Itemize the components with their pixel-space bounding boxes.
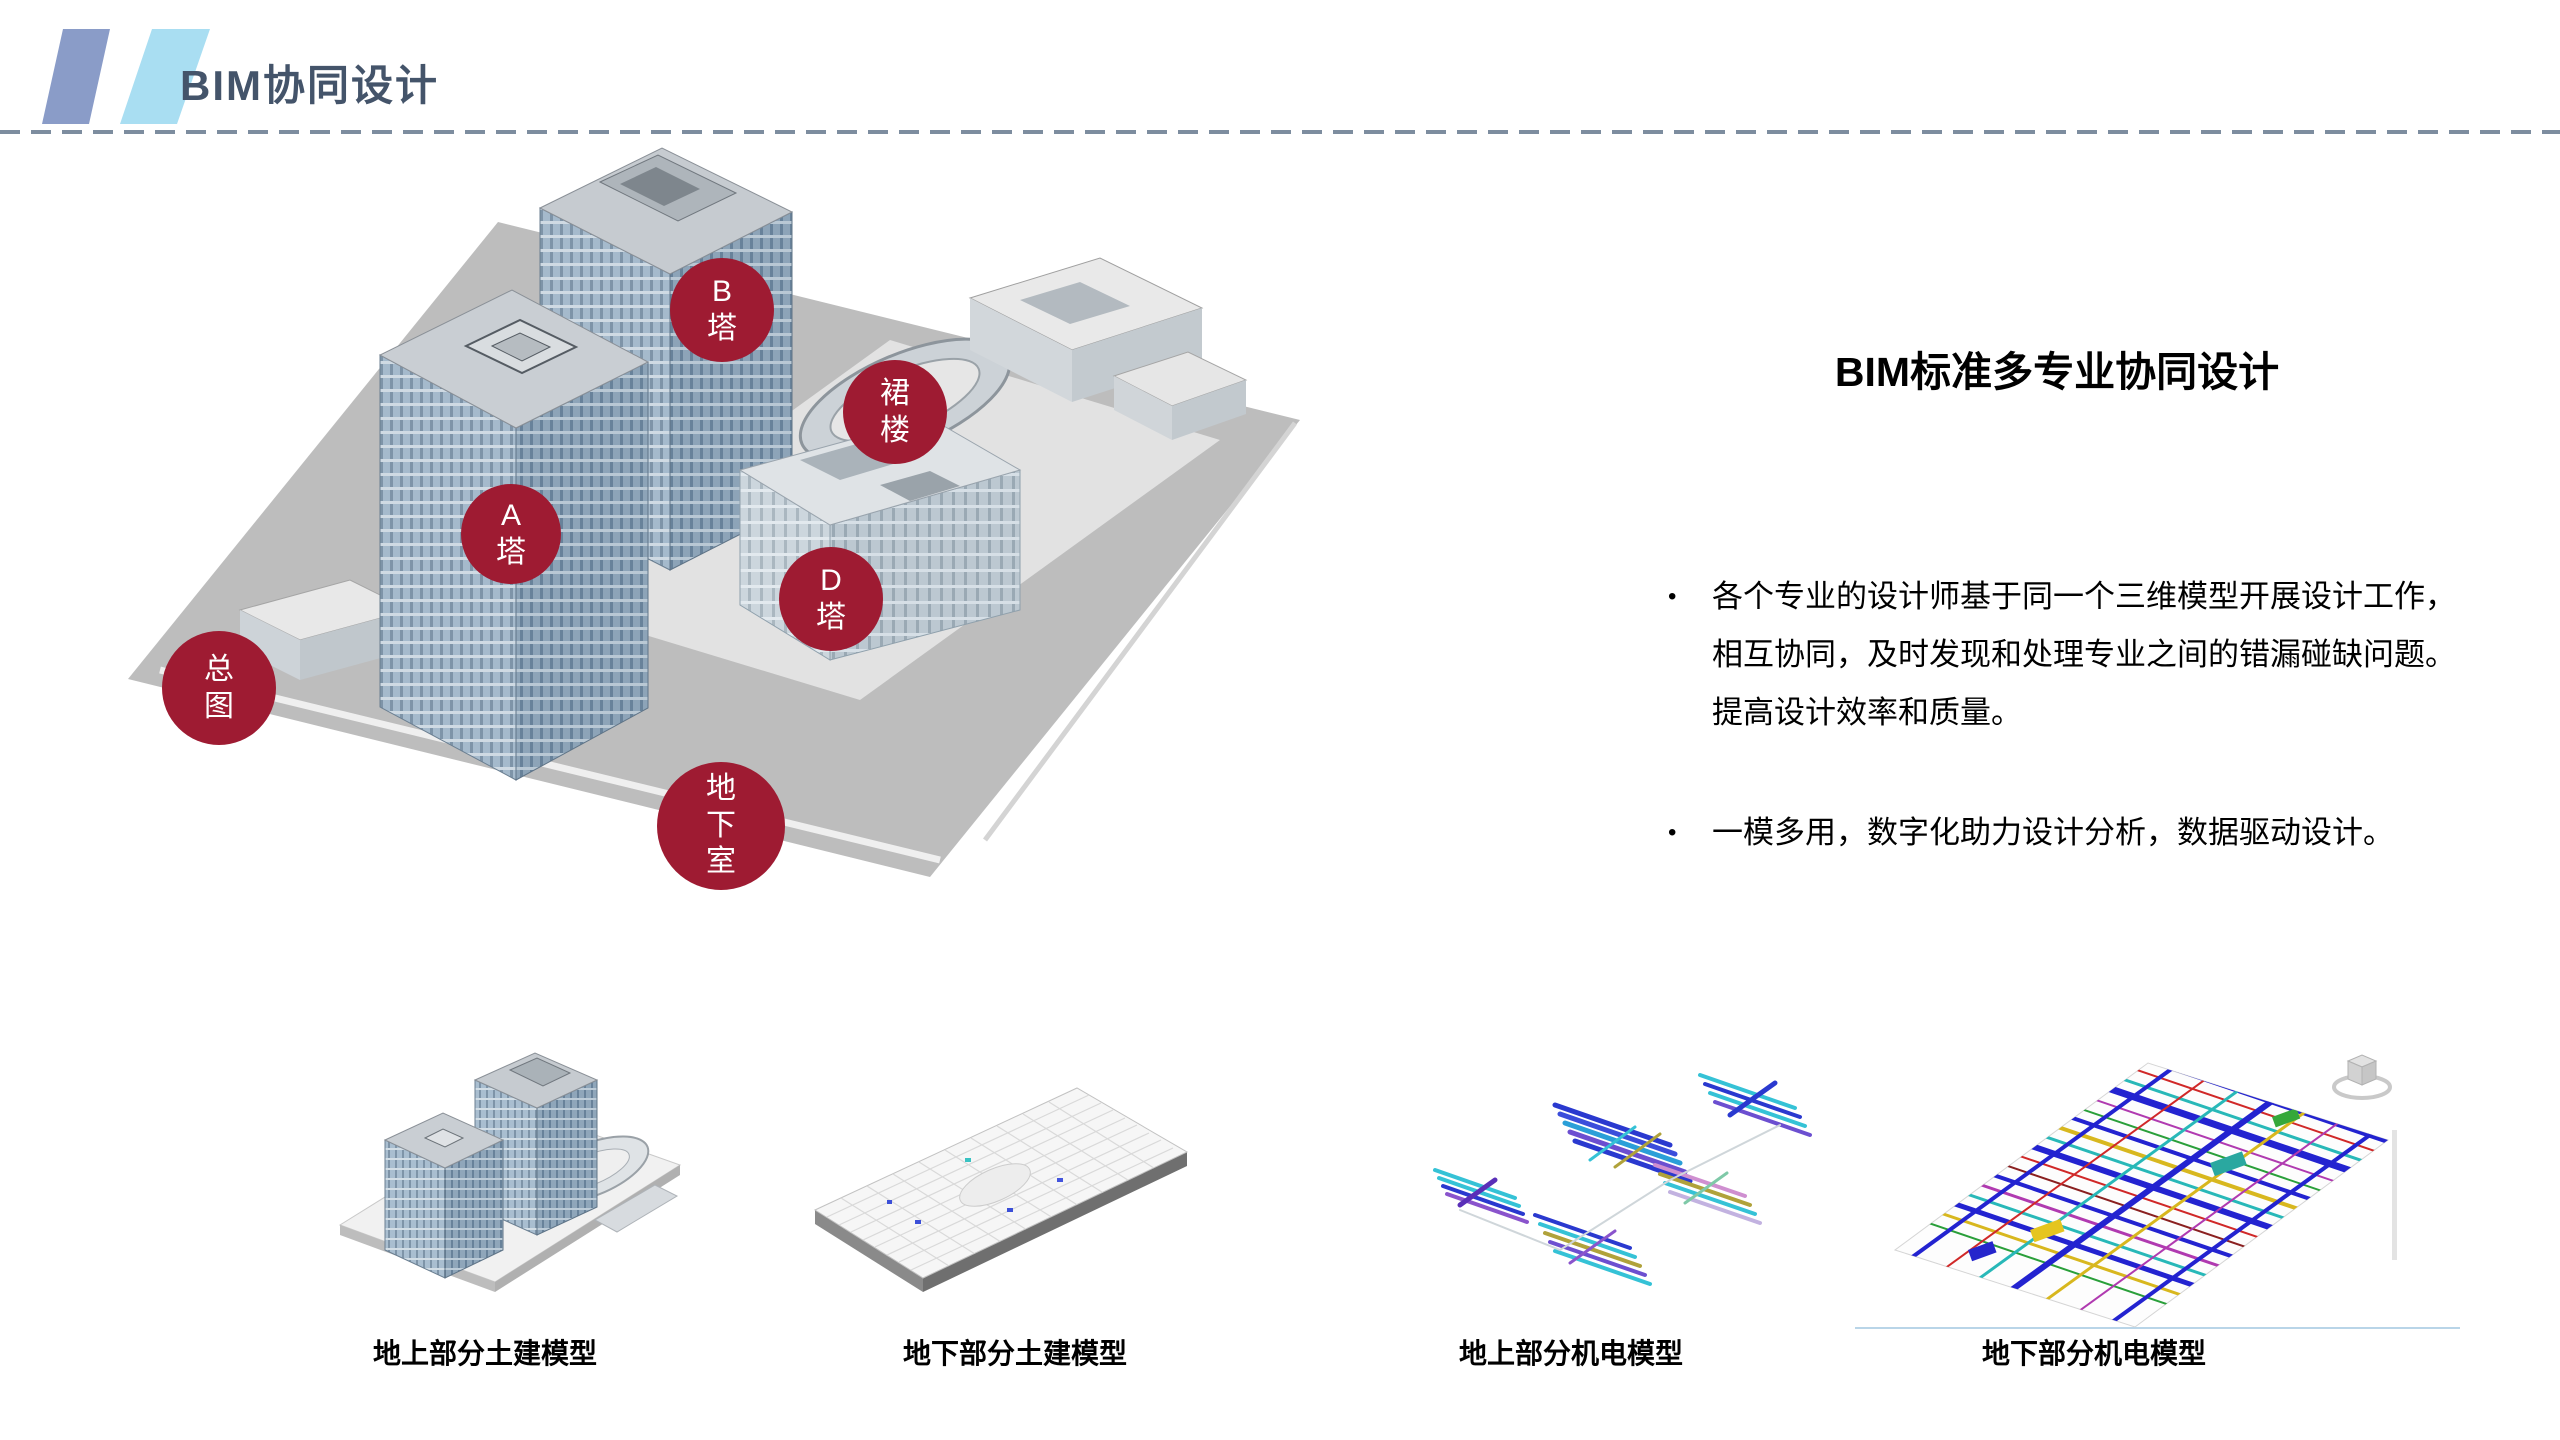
gallery-caption: 地上部分土建模型 bbox=[372, 1338, 597, 1369]
logo-band-left-icon bbox=[42, 29, 110, 124]
gallery-caption: 地下部分土建模型 bbox=[902, 1338, 1127, 1369]
bullet-list: • 各个专业的设计师基于同一个三维模型开展设计工作， 相互协同，及时发现和处理专… bbox=[1668, 568, 2560, 862]
underground-structural-model-illustration bbox=[813, 1087, 1189, 1292]
label-tower-a-text: A 塔 bbox=[496, 498, 526, 570]
bullet-text: 各个专业的设计师基于同一个三维模型开展设计工作， 相互协同，及时发现和处理专业之… bbox=[1712, 579, 2456, 730]
label-podium-text: 裙 楼 bbox=[880, 376, 910, 448]
label-tower-b: B 塔 bbox=[670, 258, 774, 362]
above-ground-mep-model-illustration bbox=[1433, 1073, 1812, 1286]
label-site-plan: 总 图 bbox=[162, 631, 276, 745]
bullet-marker: • bbox=[1668, 583, 1677, 610]
view-cube-icon bbox=[2332, 1054, 2392, 1100]
bullet-marker: • bbox=[1668, 819, 1677, 846]
gallery-caption: 地下部分机电模型 bbox=[1981, 1338, 2206, 1369]
label-tower-a: A 塔 bbox=[461, 484, 561, 584]
label-basement: 地 下 室 bbox=[657, 762, 785, 890]
nav-bar bbox=[2392, 1130, 2397, 1260]
gallery-caption: 地上部分机电模型 bbox=[1458, 1338, 1683, 1369]
label-tower-d: D 塔 bbox=[779, 547, 883, 651]
label-tower-d-text: D 塔 bbox=[816, 563, 846, 635]
above-ground-structural-model-illustration bbox=[338, 1052, 682, 1292]
header-divider bbox=[0, 130, 2560, 134]
screenshot-border-line bbox=[1855, 1327, 2460, 1329]
bullet-item: • 一模多用，数字化助力设计分析，数据驱动设计。 bbox=[1668, 804, 2560, 862]
label-podium: 裙 楼 bbox=[843, 360, 947, 464]
page-title: BIM协同设计 bbox=[180, 62, 439, 109]
label-site-plan-text: 总 图 bbox=[204, 652, 234, 724]
bullet-item: • 各个专业的设计师基于同一个三维模型开展设计工作， 相互协同，及时发现和处理专… bbox=[1668, 568, 2560, 742]
label-tower-b-text: B 塔 bbox=[707, 274, 737, 346]
bullet-text: 一模多用，数字化助力设计分析，数据驱动设计。 bbox=[1712, 815, 2394, 850]
underground-mep-model-illustration bbox=[1893, 1054, 2397, 1328]
label-basement-text: 地 下 室 bbox=[706, 772, 736, 879]
section-heading: BIM标准多专业协同设计 bbox=[1834, 349, 2280, 395]
